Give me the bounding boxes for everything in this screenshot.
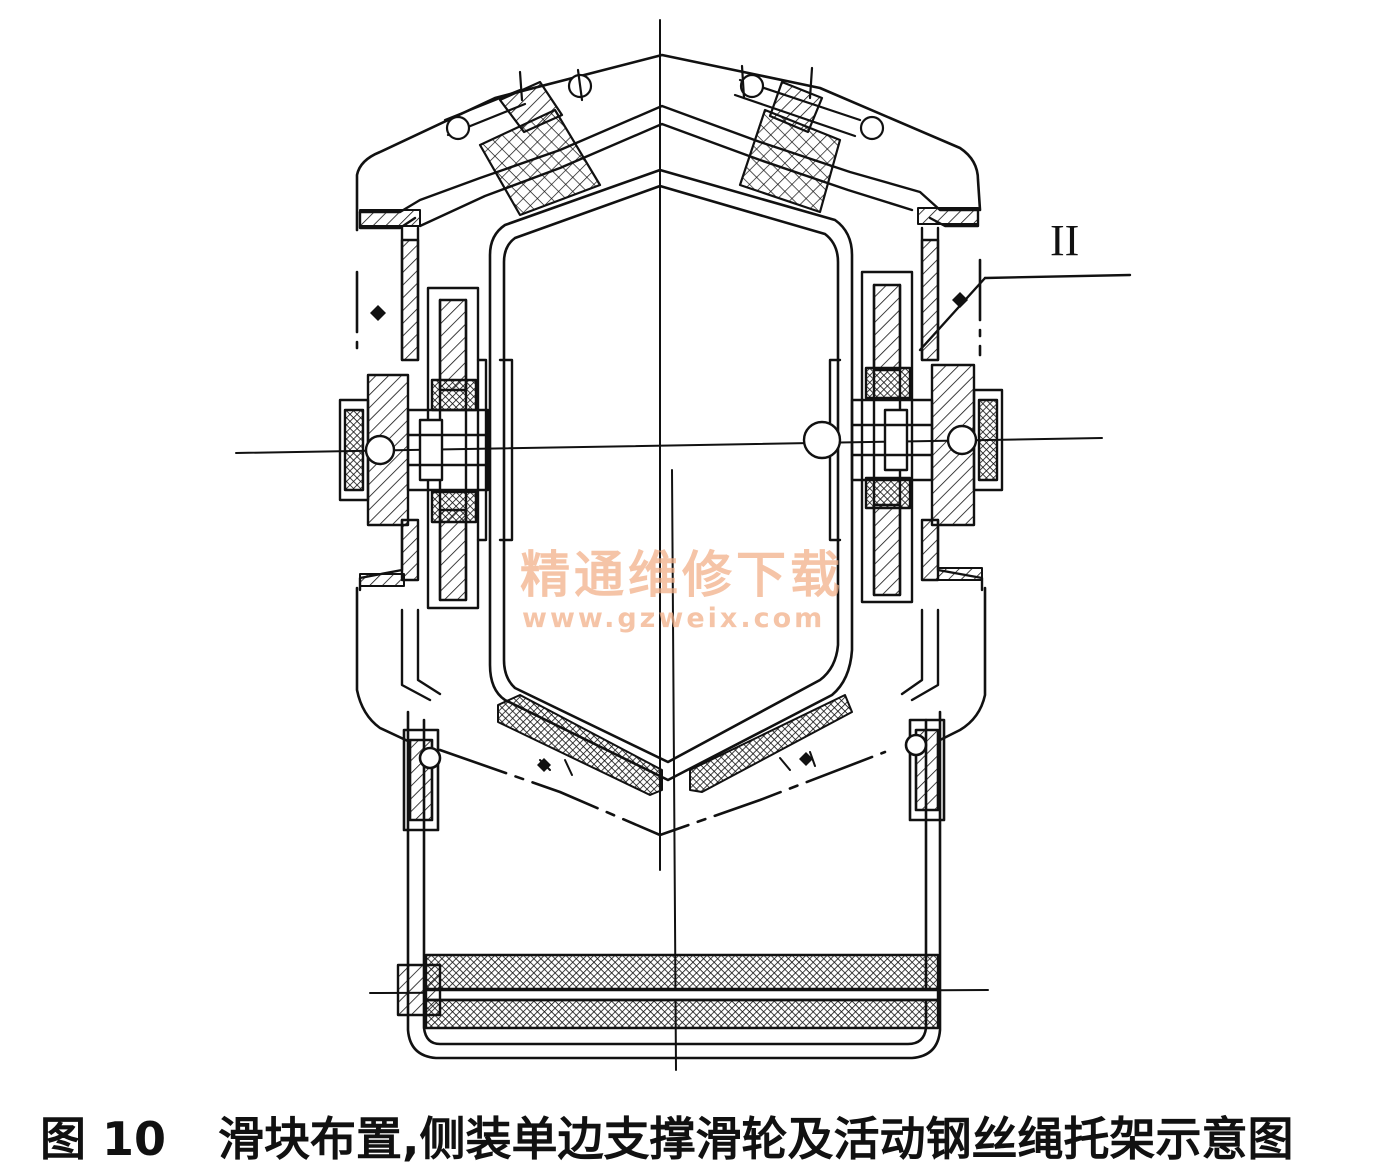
caption-number: 图 10 — [40, 1112, 167, 1166]
left-top-flange — [359, 209, 421, 227]
tray-roller — [396, 953, 940, 1030]
left-axle-bracket — [338, 373, 490, 527]
wire-rope-tray — [402, 710, 946, 1060]
part-label: II — [1050, 216, 1079, 265]
right-side-wall — [900, 226, 984, 702]
outer-housing — [355, 53, 987, 837]
top-left-slider — [443, 68, 602, 217]
right-top-flange — [917, 207, 979, 225]
conductor-profile — [488, 168, 854, 782]
top-right-slider — [733, 64, 885, 214]
diamond-markers — [370, 292, 968, 772]
watermark-url: www.gzweix.com — [522, 603, 825, 634]
left-bottom-flange — [359, 573, 405, 587]
center-lines — [235, 19, 1103, 1071]
part-ii-leader — [918, 273, 1132, 352]
bottom-right-slider — [689, 694, 853, 793]
watermark-text: 精通维修下载 — [520, 546, 844, 604]
right-axle-bracket — [802, 363, 1004, 527]
figure-caption: 图 10 滑块布置,侧装单边支撑滑轮及活动钢丝绳托架示意图 — [40, 1108, 1380, 1170]
left-pulley — [426, 286, 514, 610]
caption-text: 滑块布置,侧装单边支撑滑轮及活动钢丝绳托架示意图 — [218, 1112, 1294, 1166]
left-side-wall — [358, 226, 442, 702]
right-pulley — [828, 270, 914, 604]
right-bottom-flange — [937, 567, 983, 581]
